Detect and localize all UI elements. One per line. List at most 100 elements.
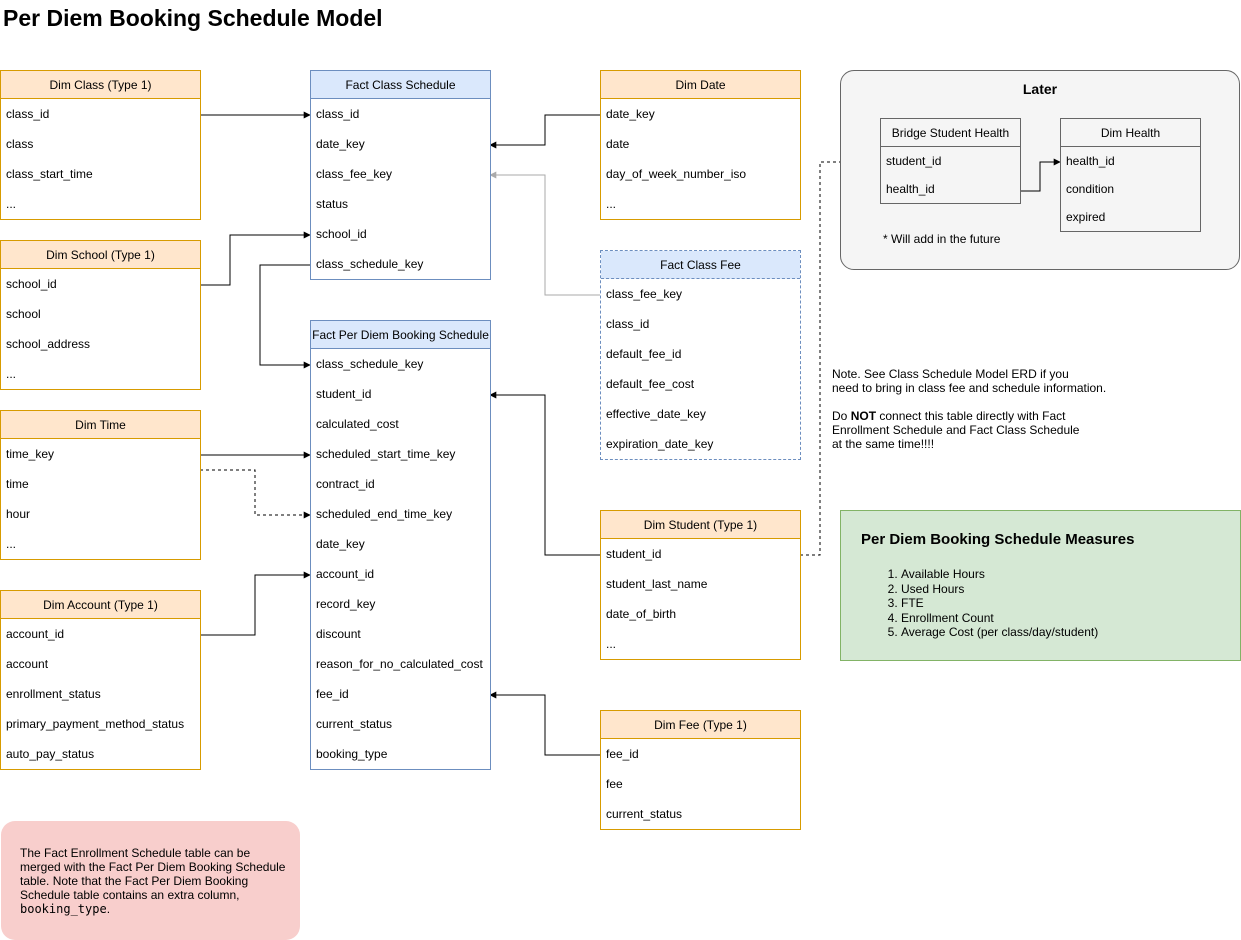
merge-note-text: The Fact Enrollment Schedule table can b…	[20, 846, 286, 902]
table-row: date_key	[316, 537, 365, 551]
table-row: scheduled_end_time_key	[316, 507, 453, 521]
connector-class-fee	[489, 171, 600, 296]
connector-class-schedule	[259, 264, 311, 369]
table-row: primary_payment_method_status	[6, 717, 185, 731]
table-row: condition	[1066, 182, 1115, 196]
table-header: Dim School (Type 1)	[1, 241, 200, 269]
table-header: Fact Class Schedule	[311, 71, 490, 99]
table-row: class_schedule_key	[316, 257, 424, 271]
table-row: fee_id	[606, 747, 639, 761]
table-row: date	[606, 137, 630, 151]
table-row: expired	[1066, 210, 1106, 224]
table-row: time_key	[6, 447, 55, 461]
connector-student	[489, 391, 600, 556]
connector-school	[200, 231, 311, 286]
table-row: record_key	[316, 597, 376, 611]
connector-time-end	[200, 469, 311, 519]
measure-item: Available Hours	[901, 567, 1098, 582]
note-line-3-suffix: connect this table directly with Fact	[876, 409, 1066, 423]
table-header: Dim Student (Type 1)	[601, 511, 800, 539]
table-row: time	[6, 477, 29, 491]
table-row: default_fee_cost	[606, 377, 695, 391]
table-row: scheduled_start_time_key	[316, 447, 456, 461]
table-header: Dim Fee (Type 1)	[601, 711, 800, 739]
dim-health-table[interactable]: Dim Health health_id condition expired	[1060, 118, 1201, 232]
note-line-2: need to bring in class fee and schedule …	[832, 381, 1107, 395]
measures-box: Per Diem Booking Schedule Measures Avail…	[840, 510, 1241, 661]
note-line-3-prefix: Do	[832, 409, 851, 423]
table-row: auto_pay_status	[6, 747, 95, 761]
table-row: health_id	[886, 182, 935, 196]
schedule-note: Note. See Class Schedule Model ERD if yo…	[832, 367, 1106, 465]
measures-list: Available Hours Used Hours FTE Enrollmen…	[881, 567, 1098, 640]
table-row: class_id	[316, 107, 360, 121]
table-header: Dim Account (Type 1)	[1, 591, 200, 619]
table-row: default_fee_id	[606, 347, 682, 361]
table-header: Dim Time	[1, 411, 200, 439]
table-row: hour	[6, 507, 31, 521]
note-line-3-bold: NOT	[850, 409, 877, 423]
table-header: Fact Class Fee	[601, 251, 800, 279]
table-row: ...	[6, 537, 17, 551]
table-row: current_status	[316, 717, 393, 731]
table-row: current_status	[606, 807, 683, 821]
table-row: ...	[6, 367, 17, 381]
table-row: class_fee_key	[316, 167, 393, 181]
table-row: student_id	[886, 154, 942, 168]
table-row: day_of_week_number_iso	[606, 167, 747, 181]
table-row: date_key	[606, 107, 655, 121]
note-line-5: at the same time!!!!	[832, 437, 935, 451]
table-row: reason_for_no_calculated_cost	[316, 657, 483, 671]
table-row: ...	[606, 197, 617, 211]
table-row: date_key	[316, 137, 365, 151]
table-row: account_id	[316, 567, 375, 581]
measure-item: Used Hours	[901, 582, 1098, 597]
table-row: fee_id	[316, 687, 349, 701]
table-row: school_address	[6, 337, 91, 351]
connector-account	[200, 571, 311, 636]
note-line-1: Note. See Class Schedule Model ERD if yo…	[832, 367, 1069, 381]
table-header: Dim Date	[601, 71, 800, 99]
merge-note: The Fact Enrollment Schedule table can b…	[1, 821, 300, 940]
merge-note-end: .	[106, 902, 111, 916]
table-header: Dim Class (Type 1)	[1, 71, 200, 99]
later-title: Later	[1022, 81, 1058, 97]
table-row: student_id	[316, 387, 372, 401]
bridge-student-health-table[interactable]: Bridge Student Health student_id health_id	[880, 118, 1021, 204]
table-row: expiration_date_key	[606, 437, 714, 451]
fact-per-diem-booking-schedule-table[interactable]: Fact Per Diem Booking Schedule class_sche…	[310, 320, 491, 770]
merge-note-code: booking_type	[20, 902, 107, 916]
table-row: discount	[316, 627, 361, 641]
table-row: student_id	[606, 547, 662, 561]
table-header: Fact Per Diem Booking Schedule	[311, 321, 490, 349]
table-row: school_id	[316, 227, 367, 241]
dim-student-table[interactable]: Dim Student (Type 1) student_id student_la…	[600, 510, 801, 660]
table-row: class_id	[6, 107, 50, 121]
table-row: account	[6, 657, 49, 671]
table-row: effective_date_key	[606, 407, 706, 421]
table-row: health_id	[1066, 154, 1115, 168]
table-row: booking_type	[316, 747, 388, 761]
table-row: status	[316, 197, 349, 211]
table-row: account_id	[6, 627, 65, 641]
table-row: class	[6, 137, 34, 151]
connector-date	[489, 114, 600, 149]
table-row: date_of_birth	[606, 607, 677, 621]
table-row: class_schedule_key	[316, 357, 424, 371]
table-row: student_last_name	[606, 577, 708, 591]
table-header: Dim Health	[1061, 119, 1200, 147]
table-header: Bridge Student Health	[881, 119, 1020, 147]
table-row: school_id	[6, 277, 57, 291]
table-row: contract_id	[316, 477, 375, 491]
table-row: ...	[606, 637, 617, 651]
note-line-4: Enrollment Schedule and Fact Class Sched…	[832, 423, 1080, 437]
